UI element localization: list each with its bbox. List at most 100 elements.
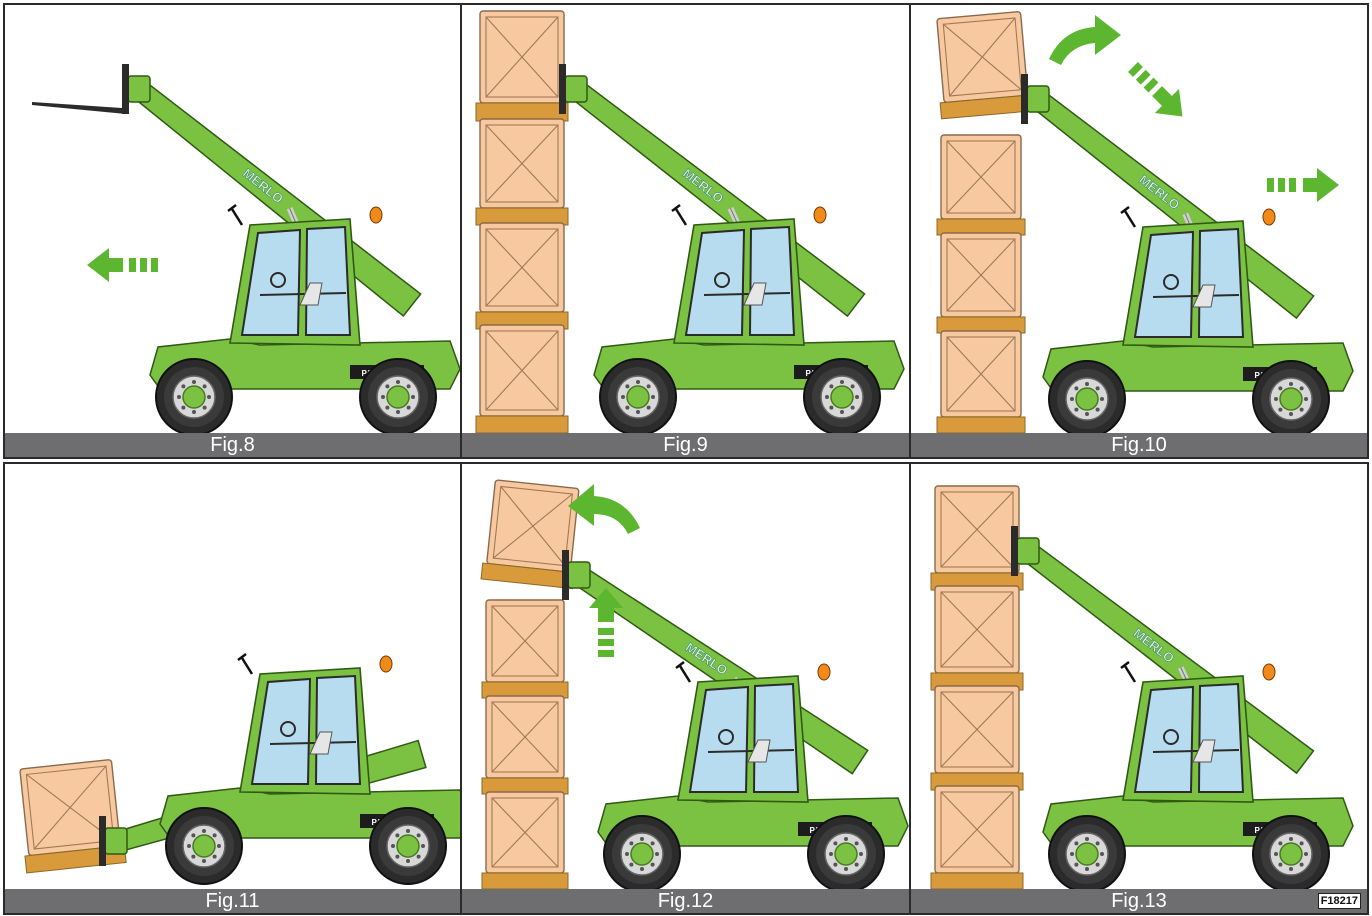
- wheel-nut: [625, 384, 629, 388]
- wheel-nut: [1289, 412, 1293, 416]
- telehandler: MERLOPANO RAMIC: [32, 64, 460, 433]
- beacon-light: [818, 664, 830, 680]
- wheel-nut: [177, 395, 181, 399]
- wheel-nut: [411, 395, 415, 399]
- boom-head: [1017, 538, 1039, 564]
- crate: [937, 233, 1025, 333]
- side-mirror: [238, 654, 252, 674]
- wheel-nut: [636, 410, 640, 414]
- crate: [482, 792, 568, 889]
- boom-head: [568, 562, 590, 588]
- wheel-nut: [1070, 397, 1074, 401]
- wheel-nut: [181, 406, 185, 410]
- boom-head: [105, 828, 127, 854]
- figure-caption: Fig.11: [5, 889, 460, 913]
- scene-13: MERLOPANO RAMIC: [911, 464, 1367, 889]
- figure-caption: Fig.13: [911, 889, 1367, 913]
- wheel-nut: [1289, 837, 1293, 841]
- figure-caption: Fig.9: [462, 433, 909, 457]
- wheel-nut: [381, 395, 385, 399]
- wheel-nut: [1278, 863, 1282, 867]
- pallet-base: [937, 417, 1025, 433]
- fork-carriage: [1011, 526, 1018, 576]
- arrow-head: [87, 248, 123, 282]
- wheel-nut: [840, 380, 844, 384]
- figure-panel-10: MERLOPANO RAMIC Fig.10: [909, 3, 1369, 459]
- arrow-head: [1303, 168, 1339, 202]
- wheel-nut: [844, 837, 848, 841]
- wheel-nut: [192, 410, 196, 414]
- wheel-nut: [640, 867, 644, 871]
- wheel-nut: [203, 384, 207, 388]
- wheel-nut: [1074, 408, 1078, 412]
- wheel-nut: [395, 855, 399, 859]
- wheel-nut: [855, 863, 859, 867]
- cab-rear-glass: [754, 684, 798, 792]
- beacon-light: [1263, 209, 1275, 225]
- crate: [476, 223, 568, 329]
- wheel-nut: [406, 829, 410, 833]
- wheel-nut: [833, 841, 837, 845]
- pallet-fork: [32, 102, 126, 114]
- curved-arrow-right-icon: [1049, 15, 1121, 65]
- wheel-nut: [192, 380, 196, 384]
- crate: [933, 11, 1033, 119]
- pallet-base: [931, 873, 1023, 889]
- wheel-nut: [1304, 397, 1308, 401]
- figure-caption: Fig.10: [911, 433, 1367, 457]
- wheel-nut: [406, 859, 410, 863]
- arrow-dash: [1136, 70, 1151, 85]
- arrow-dash: [140, 258, 147, 272]
- cab-rear-glass: [1199, 229, 1243, 337]
- scene-9: MERLOPANO RAMIC: [462, 5, 909, 433]
- arrow-dash: [1144, 78, 1159, 93]
- wheel-nut: [1074, 841, 1078, 845]
- figure-caption: Fig.8: [5, 433, 460, 457]
- wheel-nut: [1074, 863, 1078, 867]
- fork-carriage: [122, 64, 129, 114]
- hub: [627, 386, 649, 408]
- wheel-nut: [1300, 863, 1304, 867]
- cab-rear-glass: [316, 676, 360, 784]
- wheel-nut: [851, 406, 855, 410]
- wheel-nut: [851, 384, 855, 388]
- arrow-dash: [598, 650, 614, 657]
- scene-10: MERLOPANO RAMIC: [911, 5, 1367, 433]
- wheel-nut: [647, 384, 651, 388]
- hub: [631, 843, 653, 865]
- pallet-base: [476, 416, 568, 433]
- crate: [482, 696, 568, 794]
- wheel-nut: [417, 855, 421, 859]
- wheel-nut: [1100, 852, 1104, 856]
- wheel-nut: [651, 841, 655, 845]
- hub: [193, 835, 215, 857]
- wheel-nut: [636, 380, 640, 384]
- crate: [931, 486, 1023, 590]
- wheel-nut: [629, 863, 633, 867]
- wheel-nut: [407, 406, 411, 410]
- wheel-nut: [1096, 386, 1100, 390]
- wheel-nut: [396, 410, 400, 414]
- wheel-nut: [621, 395, 625, 399]
- telehandler: MERLOPANO RAMIC: [559, 64, 904, 433]
- wheel-nut: [1070, 852, 1074, 856]
- boom-head: [565, 76, 587, 102]
- arrow-dash: [598, 628, 614, 635]
- wheel-nut: [385, 406, 389, 410]
- arrow-dash: [151, 258, 158, 272]
- wheel-nut: [417, 833, 421, 837]
- side-mirror: [676, 662, 690, 682]
- hub: [831, 386, 853, 408]
- wheel-nut: [1100, 397, 1104, 401]
- wheel-nut: [651, 395, 655, 399]
- arrow-left-icon: [87, 248, 158, 282]
- wheel-nut: [1074, 386, 1078, 390]
- wheel-nut: [202, 859, 206, 863]
- figure-panel-9: MERLOPANO RAMIC Fig.9: [460, 3, 911, 459]
- wheel-nut: [1085, 412, 1089, 416]
- telehandler: MERLOPANO RAMIC: [99, 654, 460, 884]
- cab-rear-glass: [1199, 684, 1243, 792]
- wheel-nut: [187, 844, 191, 848]
- crate: [931, 586, 1023, 690]
- scene-8: MERLOPANO RAMIC: [5, 5, 460, 433]
